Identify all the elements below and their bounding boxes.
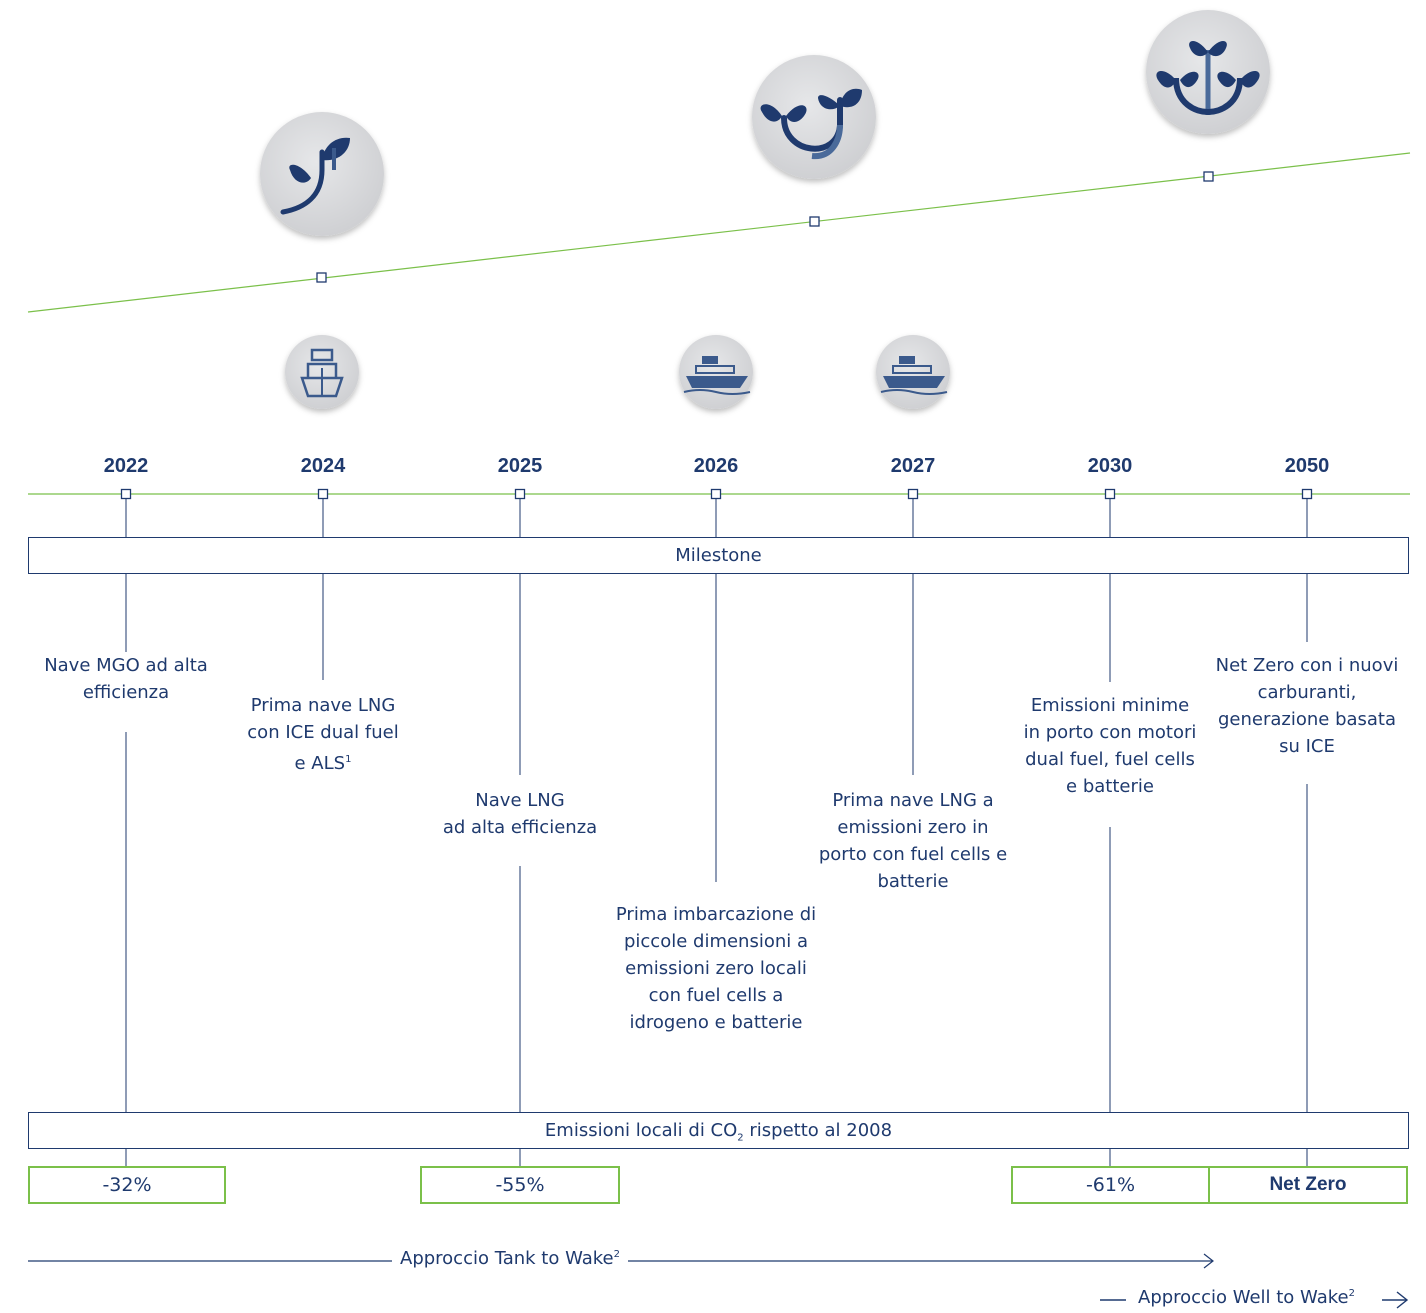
year-label: 2050	[1284, 455, 1330, 477]
milestone-description-2027: Prima nave LNG a emissioni zero in porto…	[808, 787, 1018, 895]
year-label: 2024	[300, 455, 346, 477]
plant-stage-3-icon	[1146, 10, 1270, 134]
cruise-ship-icon	[679, 335, 753, 409]
cruise-ship-icon	[876, 335, 950, 409]
milestone-description-2026: Prima imbarcazione di piccole dimensioni…	[606, 901, 826, 1036]
progress-marker	[316, 272, 327, 283]
milestone-description-2022: Nave MGO ad alta efficienza	[26, 652, 226, 706]
progress-line	[27, 152, 1411, 313]
plant-stage-2-icon	[752, 55, 876, 179]
year-label: 2026	[693, 455, 739, 477]
year-label: 2025	[497, 455, 543, 477]
approach-tank-to-wake: Approccio Tank to Wake2	[392, 1248, 629, 1269]
wtw-arrowhead	[1396, 1291, 1409, 1309]
year-label: 2030	[1087, 455, 1133, 477]
footnote-marker: 1	[345, 754, 352, 765]
reduction-box-2022: -32%	[28, 1166, 226, 1204]
milestone-bar-label: Milestone	[675, 545, 762, 566]
approach-well-to-wake: Approccio Well to Wake2	[1132, 1287, 1361, 1308]
reduction-box-2030: -61%	[1011, 1166, 1210, 1204]
plant-stage-1-icon	[260, 112, 384, 236]
milestone-description-2024: Prima nave LNG con ICE dual fuel e ALS1	[223, 692, 423, 777]
ttw-arrowhead	[1203, 1253, 1214, 1269]
milestone-description-2025: Nave LNG ad alta efficienza	[420, 787, 620, 841]
year-label: 2027	[890, 455, 936, 477]
milestone-bar: Milestone	[28, 537, 1409, 574]
emissions-bar: Emissioni locali di CO2 rispetto al 2008	[28, 1112, 1409, 1149]
progress-marker	[1203, 171, 1214, 182]
milestone-description-2050: Net Zero con i nuovi carburanti, generaz…	[1207, 652, 1407, 760]
reduction-box-2050: Net Zero	[1208, 1166, 1408, 1204]
cargo-ship-icon	[285, 335, 359, 409]
progress-marker	[809, 216, 820, 227]
reduction-box-2025: -55%	[420, 1166, 620, 1204]
year-label: 2022	[103, 455, 149, 477]
milestone-description-2030: Emissioni minime in porto con motori dua…	[1010, 692, 1210, 800]
